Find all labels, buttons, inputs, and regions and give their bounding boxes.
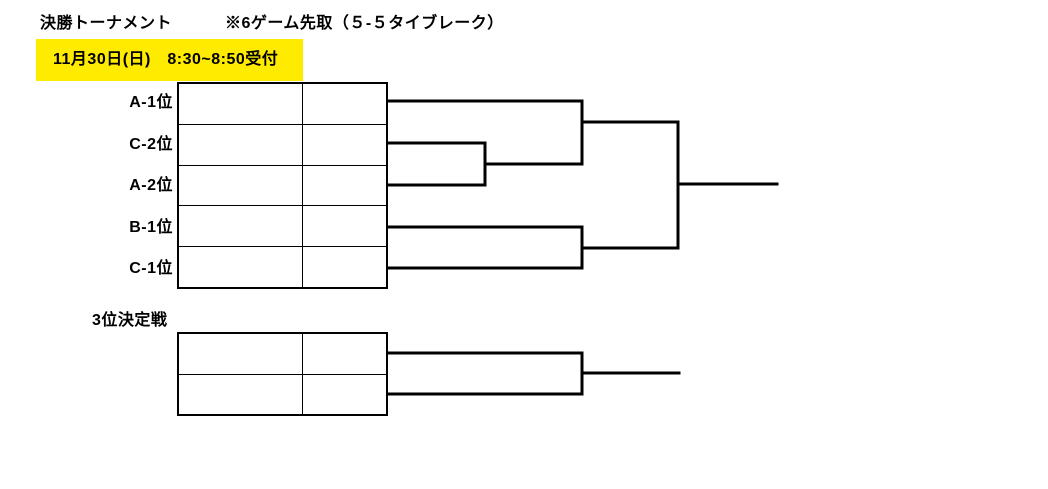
score-row <box>179 374 386 414</box>
score-row <box>179 247 386 287</box>
score-cell <box>179 374 303 414</box>
third-place-score-table <box>177 332 388 416</box>
schedule-highlight: 11月30日(日) 8:30~8:50受付 <box>36 39 303 81</box>
score-cell <box>179 124 303 165</box>
seed-label-1: A-1位 <box>129 94 173 111</box>
third-place-label: 3位決定戦 <box>92 312 168 329</box>
seed-label-3: A-2位 <box>129 177 173 194</box>
score-row <box>179 334 386 375</box>
score-cell <box>179 165 303 206</box>
seed-label-4: B-1位 <box>129 219 173 236</box>
score-row <box>179 124 386 166</box>
rule-note: ※6ゲーム先取（５-５タイブレーク） <box>225 15 504 32</box>
score-cell <box>179 334 303 374</box>
score-row <box>179 206 386 248</box>
seed-label-2: C-2位 <box>129 136 173 153</box>
score-cell <box>179 206 303 247</box>
page-title: 決勝トーナメント <box>40 15 173 32</box>
score-row <box>179 84 386 125</box>
score-cell <box>179 84 303 124</box>
seed-label-5: C-1位 <box>129 260 173 277</box>
main-score-table <box>177 82 388 289</box>
score-row <box>179 165 386 207</box>
score-cell <box>179 247 303 287</box>
